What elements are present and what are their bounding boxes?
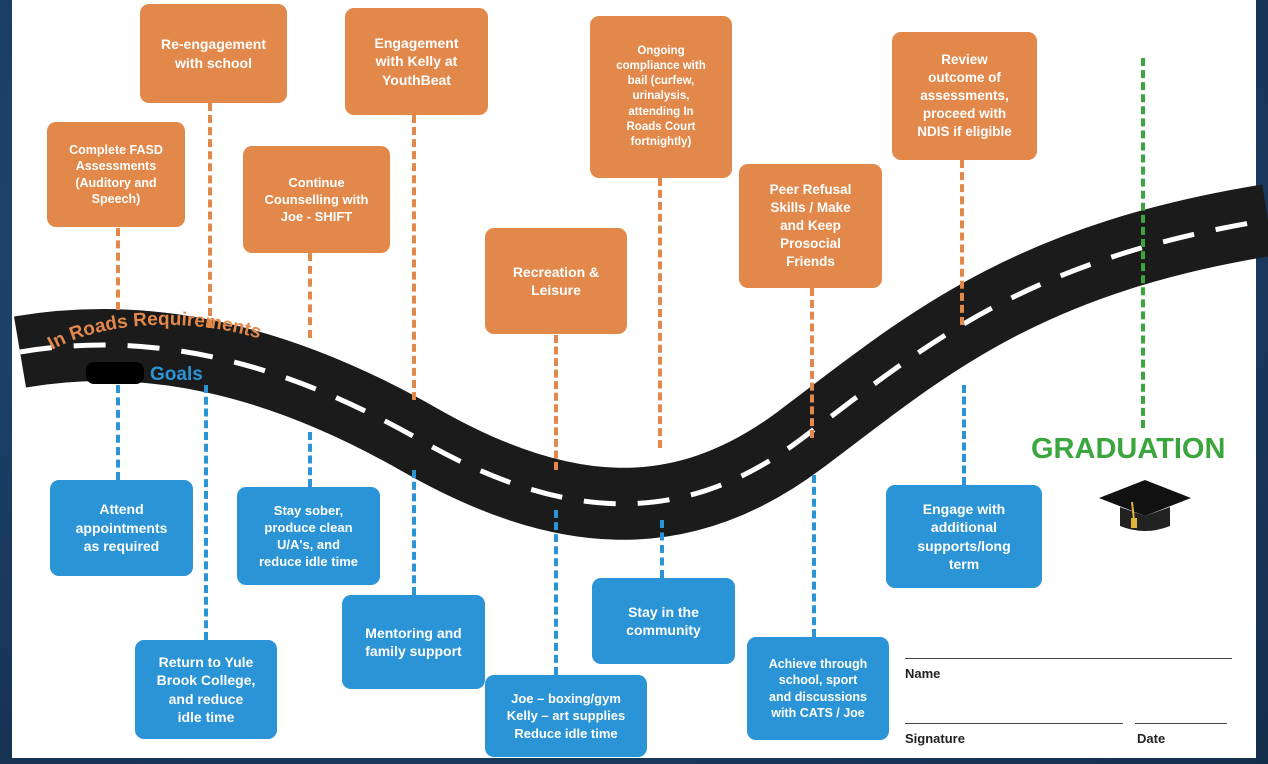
goal-box-2: Return to Yule Brook College, and reduce… xyxy=(135,640,277,739)
goal-connector-2 xyxy=(204,385,208,640)
requirement-box-8: Review outcome of assessments, proceed w… xyxy=(892,32,1037,160)
goal-box-4: Mentoring and family support xyxy=(342,595,485,689)
goal-connector-1 xyxy=(116,385,120,480)
goal-box-6: Stay in the community xyxy=(592,578,735,664)
date-line xyxy=(1135,723,1227,724)
requirement-box-5: Recreation & Leisure xyxy=(485,228,627,334)
requirement-text-1: Complete FASD Assessments (Auditory and … xyxy=(69,142,163,207)
requirement-box-2: Re-engagement with school xyxy=(140,4,287,103)
requirement-box-7: Peer Refusal Skills / Make and Keep Pros… xyxy=(739,164,882,288)
goal-connector-5 xyxy=(554,510,558,675)
goal-connector-6 xyxy=(660,520,664,578)
requirement-box-6: Ongoing compliance with bail (curfew, ur… xyxy=(590,16,732,178)
name-line xyxy=(905,658,1232,659)
goal-box-7: Achieve through school, sport and discus… xyxy=(747,637,889,740)
requirement-text-2: Re-engagement with school xyxy=(160,36,267,71)
redaction-block xyxy=(86,362,144,384)
graduation-connector xyxy=(1141,58,1145,428)
goal-connector-4 xyxy=(412,470,416,595)
road-label-goals: Goals xyxy=(150,364,203,385)
req-connector-7 xyxy=(810,288,814,438)
road-center-line xyxy=(19,217,1268,507)
goal-box-1: Attend appointments as required xyxy=(50,480,193,576)
requirement-text-8: Review outcome of assessments, proceed w… xyxy=(917,52,1012,139)
goal-text-7: Achieve through school, sport and discus… xyxy=(768,656,868,721)
date-label: Date xyxy=(1137,731,1166,746)
requirement-text-4: Engagement with Kelly at YouthBeat xyxy=(374,34,459,88)
graduation-cap-icon xyxy=(1099,480,1191,531)
graduation-label: GRADUATION xyxy=(1031,433,1226,465)
goal-text-8: Engage with additional supports/long ter… xyxy=(917,500,1011,572)
req-connector-8 xyxy=(960,160,964,325)
req-connector-5 xyxy=(554,335,558,470)
signature-label: Signature xyxy=(905,731,965,746)
requirement-text-5: Recreation & Leisure xyxy=(512,263,600,298)
req-connector-3 xyxy=(308,253,312,338)
goal-connector-7 xyxy=(812,475,816,637)
goal-text-5: Joe – boxing/gym Kelly – art supplies Re… xyxy=(506,691,626,741)
requirement-text-7: Peer Refusal Skills / Make and Keep Pros… xyxy=(769,182,852,269)
goal-text-1: Attend appointments as required xyxy=(75,501,168,555)
req-connector-6 xyxy=(658,178,662,448)
requirement-box-3: Continue Counselling with Joe - SHIFT xyxy=(243,146,390,253)
goal-text-6: Stay in the community xyxy=(626,603,701,638)
goal-box-5: Joe – boxing/gym Kelly – art supplies Re… xyxy=(485,675,647,757)
goal-box-8: Engage with additional supports/long ter… xyxy=(886,485,1042,588)
requirement-box-4: Engagement with Kelly at YouthBeat xyxy=(345,8,488,115)
goal-text-4: Mentoring and family support xyxy=(365,624,462,659)
requirement-text-6: Ongoing compliance with bail (curfew, ur… xyxy=(616,44,706,148)
req-connector-2 xyxy=(208,103,212,328)
goal-connector-8 xyxy=(962,385,966,485)
goal-text-3: Stay sober, produce clean U/A's, and red… xyxy=(259,502,358,570)
goal-box-3: Stay sober, produce clean U/A's, and red… xyxy=(237,487,380,585)
requirement-box-1: Complete FASD Assessments (Auditory and … xyxy=(47,122,185,227)
goal-connector-3 xyxy=(308,432,312,487)
goal-text-2: Return to Yule Brook College, and reduce… xyxy=(156,653,256,725)
requirement-text-3: Continue Counselling with Joe - SHIFT xyxy=(264,174,369,225)
req-connector-4 xyxy=(412,115,416,400)
req-connector-1 xyxy=(116,228,120,310)
name-label: Name xyxy=(905,666,941,681)
signature-line xyxy=(905,723,1123,724)
